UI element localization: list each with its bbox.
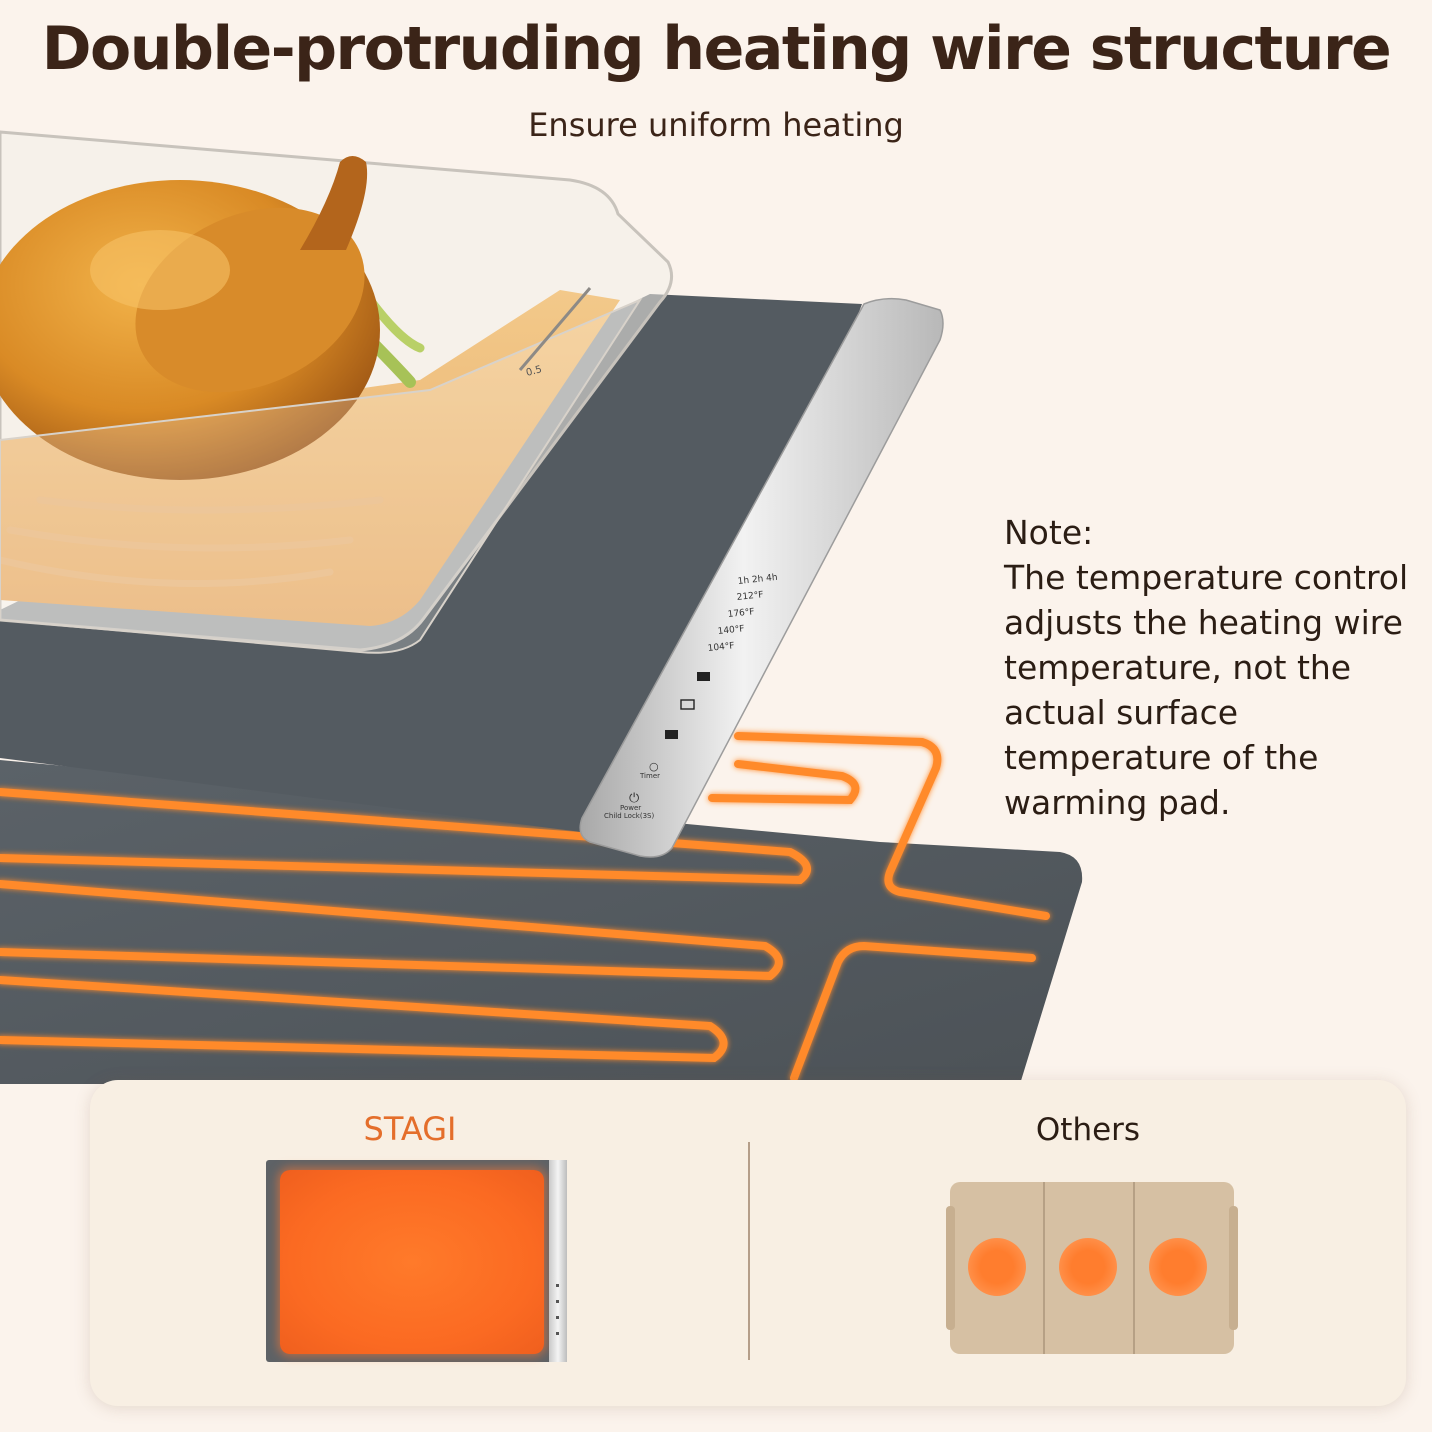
food-dish: 0.5 (0, 130, 674, 654)
heat-spot (1149, 1238, 1207, 1296)
dish-front-wall (0, 297, 643, 654)
control-bar (579, 297, 944, 858)
thumbnail-control-bar (549, 1160, 567, 1362)
note-block: Note: The temperature control adjusts th… (1004, 510, 1430, 825)
note-text: The temperature control adjusts the heat… (1004, 558, 1409, 822)
thumbnail-dot (556, 1332, 559, 1335)
heat-spot (1059, 1238, 1117, 1296)
temp-176: 176°F (727, 607, 755, 620)
temp-140: 140°F (717, 624, 745, 637)
others-label: Others (1035, 1112, 1141, 1148)
temp-104: 104°F (707, 641, 735, 654)
thumbnail-dot (556, 1284, 559, 1287)
timer-options: 1h 2h 4h (737, 573, 778, 587)
measurement-mark (518, 287, 592, 371)
temp-212: 212°F (736, 590, 764, 603)
thermometer-icon[interactable]: ○ (649, 760, 659, 773)
brand-label: STAGI (363, 1110, 457, 1148)
power-label: Power (620, 804, 641, 812)
brand-pad-thumbnail (266, 1160, 567, 1362)
full-surface-heat (280, 1170, 544, 1354)
noodles (0, 496, 384, 588)
child-lock-label: Child Lock(3S) (604, 812, 654, 820)
control-button[interactable] (680, 699, 695, 710)
thumbnail-handle (946, 1206, 955, 1330)
fold-line (1133, 1182, 1135, 1354)
page-subtitle: Ensure uniform heating (528, 106, 904, 144)
note-label: Note: (1004, 513, 1094, 552)
lower-pad (0, 760, 1083, 1084)
control-button[interactable] (665, 730, 678, 739)
timer-label: Timer (639, 772, 660, 780)
heating-wire (0, 732, 1050, 1082)
control-bar-labels: 1h 2h 4h 212°F 176°F 140°F 104°F ○ Timer… (604, 573, 778, 820)
comparison-panel: STAGI Others (90, 1080, 1406, 1406)
thumbnail-dot (556, 1300, 559, 1303)
chicken-drumstick (300, 156, 368, 250)
control-button[interactable] (697, 672, 710, 681)
fold-line (1043, 1182, 1045, 1354)
chicken-highlight (90, 230, 230, 310)
thumbnail-handle (1229, 1206, 1238, 1330)
power-icon[interactable]: ⏻ (629, 791, 639, 806)
heat-spot (968, 1238, 1026, 1296)
page-title: Double-protruding heating wire structure (41, 14, 1392, 84)
others-pad-thumbnail (946, 1182, 1238, 1354)
thumbnail-dot (556, 1316, 559, 1319)
comparison-divider (748, 1142, 750, 1360)
dish-marking: 0.5 (525, 364, 543, 379)
